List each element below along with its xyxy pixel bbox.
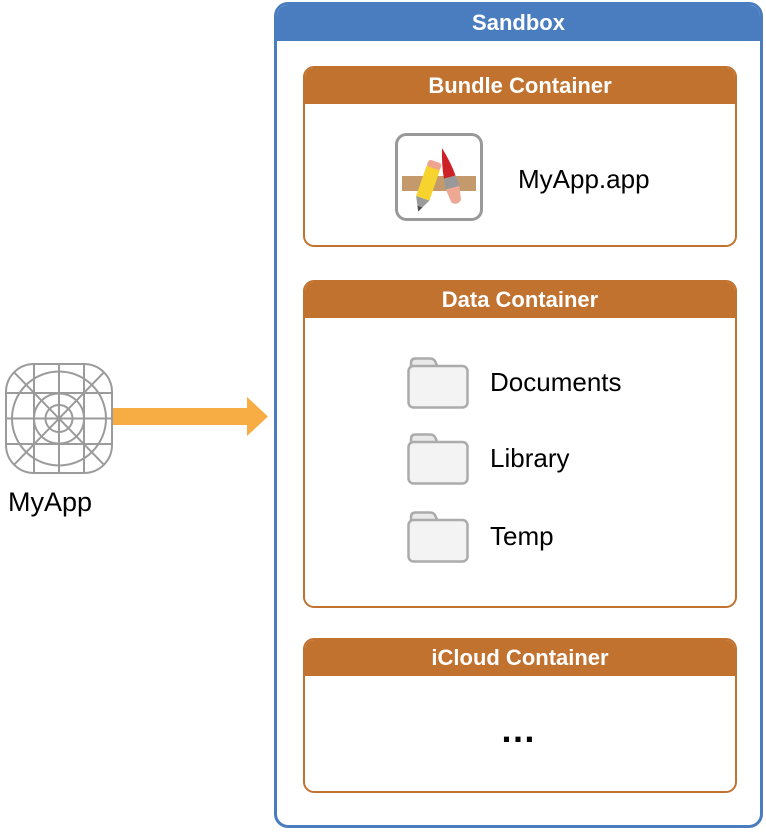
bundle-container-box: Bundle Container MyApp.app [303, 66, 737, 247]
right-arrow-icon [113, 397, 268, 436]
source-app-label: MyApp [8, 487, 93, 517]
icloud-container-box: iCloud Container … [303, 638, 737, 793]
folder-icon [407, 511, 469, 563]
icloud-container-title: iCloud Container [305, 640, 735, 676]
bundle-container-title: Bundle Container [305, 68, 735, 104]
icloud-container-body: … [305, 676, 735, 791]
app-wireframe-template-icon [5, 363, 113, 474]
data-container-box: Data Container Documents Library Temp [303, 280, 737, 608]
folder-label-temp: Temp [490, 521, 554, 551]
bundle-app-label: MyApp.app [518, 164, 650, 194]
sandbox-box: Sandbox Bundle Container [274, 2, 763, 828]
folder-label-library: Library [490, 443, 570, 473]
app-store-icon [395, 133, 483, 221]
folder-icon [407, 433, 469, 485]
ellipsis-label: … [500, 708, 540, 750]
folder-label-documents: Documents [490, 367, 622, 397]
sandbox-title: Sandbox [277, 5, 760, 41]
folder-icon [407, 357, 469, 409]
data-container-title: Data Container [305, 282, 735, 318]
